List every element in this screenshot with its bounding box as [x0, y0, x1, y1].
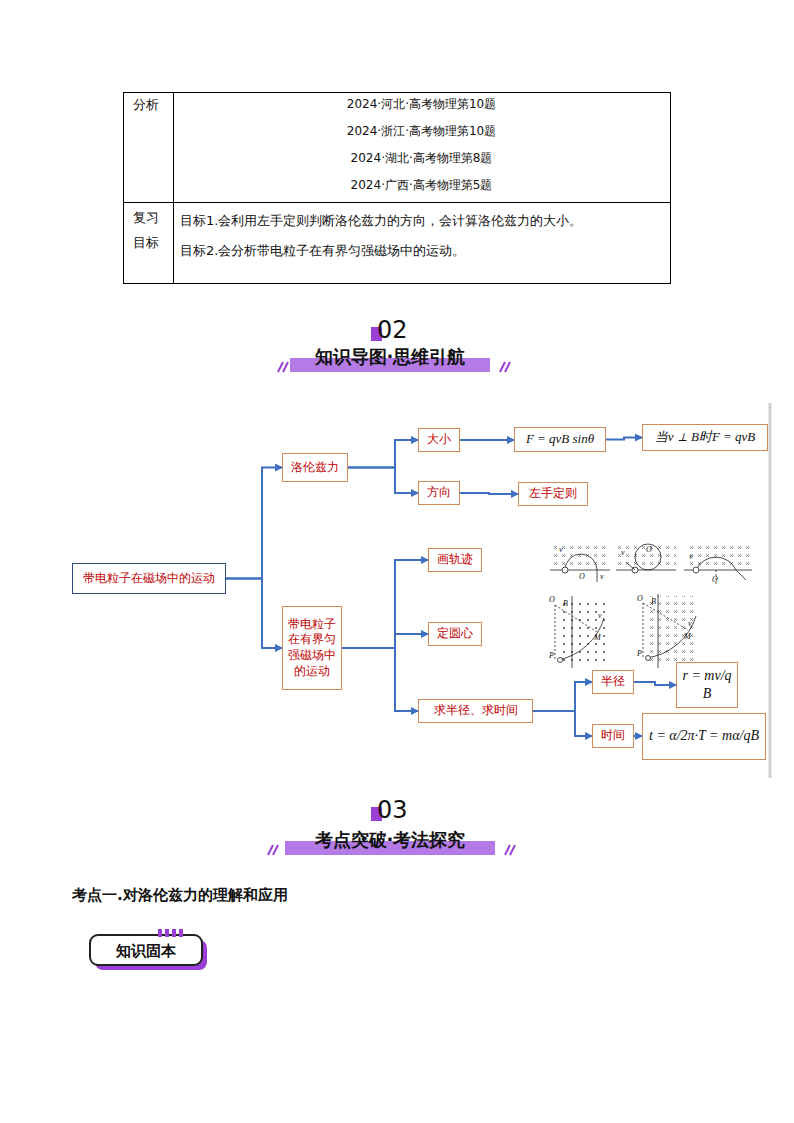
connector-arrow [606, 438, 642, 440]
figure-letter: B [651, 598, 656, 606]
connector-arrow [226, 579, 282, 649]
figure-letter: v [598, 612, 602, 620]
figure-letter: O [579, 573, 585, 581]
connector-arrow [348, 468, 418, 494]
formula-box: t = α/2π·T = mα/qB [642, 713, 766, 760]
node-text: 左手定则 [529, 486, 577, 502]
node-text: 洛伦兹力 [291, 460, 339, 476]
formula-box: F = qvB sinθ [514, 427, 606, 452]
connector-arrow [460, 439, 514, 441]
table-cell: 2024·浙江·高考物理第10题 [173, 123, 670, 139]
table-cell: 目标2.会分析带电粒子在有界匀强磁场中的运动。 [180, 242, 465, 260]
figure-letter: O [637, 595, 643, 603]
figure-letter: v [559, 546, 563, 554]
badge-frame [90, 929, 207, 970]
node-text: 方向 [427, 485, 451, 501]
table-cell: 目标1.会利用左手定则判断洛伦兹力的方向，会计算洛伦兹力的大小。 [180, 212, 582, 230]
figure-letter: v [688, 620, 692, 628]
figure-letter: v [621, 549, 625, 557]
topic-box: 半径 [592, 670, 634, 694]
figure-letter: O [712, 576, 718, 584]
node-text: 定圆心 [437, 626, 473, 642]
table-cell: 2024·河北·高考物理第10题 [173, 96, 670, 112]
figure-letter: M [594, 634, 601, 642]
topic-box: 大小 [418, 428, 460, 452]
node-text: 时间 [601, 728, 625, 744]
trajectory-figure [550, 542, 752, 586]
heading-text: 考点突破·考法探究 [285, 828, 495, 852]
table-grid [124, 93, 671, 284]
figure-letter: v [600, 573, 604, 581]
heading-text: 知识固本 [90, 941, 202, 961]
connector-arrow [342, 634, 428, 648]
node-text: r = mv/qB [681, 667, 733, 703]
connector-arrow [342, 648, 418, 711]
topic-box: 定圆心 [428, 622, 482, 646]
connector-arrow [348, 440, 418, 468]
figure-letter: M [684, 633, 691, 641]
topic-box: 带电粒子在有界匀强磁场中的运动 [282, 606, 342, 690]
connector-arrow [342, 560, 428, 648]
node-text: 带电粒子在有界匀强磁场中的运动 [287, 617, 337, 679]
connector-arrow [533, 682, 592, 711]
connector-arrow [533, 711, 592, 736]
topic-box: 左手定则 [518, 482, 588, 506]
topic-box: 求半径、求时间 [418, 699, 533, 723]
formula-box: 当v ⊥ B时F = qvB [642, 424, 768, 451]
connector-arrow [634, 735, 642, 737]
heading-text: 02 [377, 314, 408, 346]
heading-text: 考点一.对洛伦兹力的理解和应用 [72, 885, 288, 905]
node-text: F = qvB sinθ [526, 431, 594, 448]
table-cell: 2024·广西·高考物理第5题 [173, 177, 670, 193]
table-cell: 复习目标 [133, 206, 163, 255]
table-cell: 2024·湖北·高考物理第8题 [173, 150, 670, 166]
topic-box: 洛伦兹力 [282, 453, 348, 482]
heading-text: 03 [377, 794, 408, 826]
table-cell: 分析 [133, 96, 159, 114]
node-text: 求半径、求时间 [434, 703, 518, 719]
node-text: 当v ⊥ B时F = qvB [655, 429, 756, 446]
heading-text: 知识导图·思维引航 [290, 345, 490, 369]
connector-arrow [634, 682, 676, 685]
connector-arrow [226, 468, 282, 579]
topic-box: 方向 [418, 481, 460, 505]
figure-letter: P [637, 650, 642, 658]
center-figure [555, 594, 698, 668]
figure-letter: O [549, 596, 555, 604]
node-text: 大小 [427, 432, 451, 448]
figure-letter: v [689, 553, 693, 561]
root-box: 带电粒子在磁场中的运动 [72, 563, 226, 594]
node-text: t = α/2π·T = mα/qB [649, 727, 759, 745]
node-text: 半径 [601, 674, 625, 690]
node-text: 带电粒子在磁场中的运动 [83, 571, 215, 587]
node-text: 画轨迹 [437, 552, 473, 568]
frame-edge [769, 403, 772, 778]
topic-box: 时间 [592, 724, 634, 748]
formula-box: r = mv/qB [676, 662, 738, 708]
figure-letter: B [563, 600, 568, 608]
connector-arrow [460, 493, 518, 494]
figure-letter: O [646, 546, 652, 554]
figure-letter: P [549, 652, 554, 660]
topic-box: 画轨迹 [428, 548, 482, 572]
